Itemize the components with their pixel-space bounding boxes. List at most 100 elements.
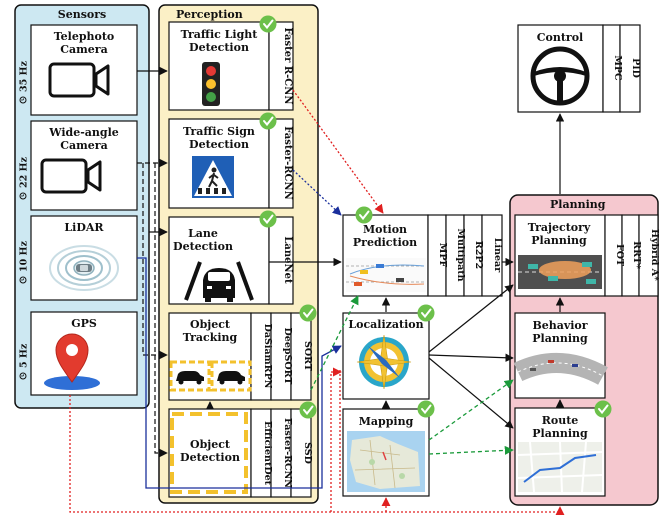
module-trajectory-planning: Trajectory Planning FOT RRT* Hybrid A* bbox=[514, 214, 660, 297]
module-traffic-light-detection: Traffic Light Detection Faster R-CNN bbox=[168, 14, 294, 111]
check-icon bbox=[416, 303, 436, 323]
module-title: Traffic Light bbox=[181, 28, 259, 41]
arrow-localization-to-route bbox=[428, 357, 514, 429]
lidar-icon bbox=[49, 245, 119, 291]
method-label: PID bbox=[630, 58, 641, 78]
method-label: LaneNet bbox=[282, 236, 293, 284]
traffic-light-icon bbox=[202, 62, 220, 106]
check-icon bbox=[258, 209, 278, 229]
module-behavior-planning: Behavior Planning bbox=[513, 312, 608, 399]
sensor-rate: 22 Hz bbox=[19, 156, 30, 188]
method-label: MPC bbox=[612, 55, 623, 81]
method-label: SSD bbox=[302, 442, 313, 464]
sensor-name: GPS bbox=[71, 317, 97, 330]
arrow-lidar-to-localization bbox=[137, 257, 342, 489]
module-title: Tracking bbox=[183, 331, 238, 344]
method-label: R2P2 bbox=[473, 241, 484, 269]
module-title: Detection bbox=[189, 138, 249, 151]
arrow-mapping-to-behavior bbox=[428, 379, 514, 441]
check-icon bbox=[298, 400, 318, 420]
module-object-tracking: Object Tracking DaSiamRPN DeepSORT SORT bbox=[168, 303, 318, 401]
route-map-icon bbox=[517, 441, 603, 493]
check-icon bbox=[258, 14, 278, 34]
planning-title: Planning bbox=[550, 198, 606, 211]
method-label: Hybrid A* bbox=[649, 229, 660, 281]
method-label: Multipath bbox=[455, 228, 466, 281]
arrow-localization-to-behavior bbox=[428, 353, 514, 362]
sensor-rate: 35 Hz bbox=[19, 60, 30, 92]
method-label: Faster-RCNN bbox=[282, 418, 293, 488]
detection-frame-icon bbox=[170, 412, 248, 494]
sensor-rate: 10 Hz bbox=[19, 240, 30, 272]
perception-title: Perception bbox=[176, 8, 243, 21]
sensor-name: Camera bbox=[60, 139, 107, 152]
module-title: Planning bbox=[531, 234, 587, 247]
module-title: Detection bbox=[189, 41, 249, 54]
arrow-wideangle-branch bbox=[142, 163, 168, 360]
module-control: Control MPC PID bbox=[517, 24, 641, 113]
arrow-traffic-light-to-motion bbox=[292, 89, 384, 214]
module-title: Trajectory bbox=[528, 221, 591, 234]
car-lanes-icon bbox=[184, 261, 254, 302]
compass-icon bbox=[356, 334, 412, 390]
module-mapping: Mapping bbox=[342, 399, 436, 497]
module-title: Object bbox=[190, 438, 231, 451]
method-label: SORT bbox=[302, 341, 313, 371]
sensors-title: Sensors bbox=[58, 8, 106, 21]
sensor-lidar: LiDAR 10 Hz bbox=[19, 215, 138, 301]
curved-road-icon bbox=[513, 353, 608, 385]
module-traffic-sign-detection: Traffic Sign Detection Faster-RCNN bbox=[168, 111, 294, 209]
method-label: Linear bbox=[492, 238, 503, 273]
method-label: DeepSORT bbox=[282, 328, 293, 385]
module-title: Localization bbox=[348, 318, 423, 331]
sensor-gps: GPS 5 Hz bbox=[19, 311, 138, 396]
check-icon bbox=[298, 303, 318, 323]
method-label: RRT* bbox=[631, 241, 642, 269]
method-label: Faster-RCNN bbox=[282, 126, 293, 200]
sensor-name: Telephoto bbox=[54, 30, 115, 43]
location-pin-icon bbox=[44, 333, 100, 390]
module-lane-detection: Lane Detection LaneNet bbox=[168, 209, 294, 305]
module-title: Motion bbox=[363, 223, 407, 236]
tracked-cars-icon bbox=[169, 360, 252, 392]
arrow-sign-to-motion bbox=[292, 169, 342, 216]
module-localization: Localization bbox=[342, 303, 436, 400]
arrow-gps-to-localization bbox=[330, 367, 342, 512]
check-icon bbox=[354, 205, 374, 225]
check-icon bbox=[416, 399, 436, 419]
module-title: Planning bbox=[532, 427, 588, 440]
arrow-localization-to-trajectory bbox=[428, 284, 514, 353]
module-title: Detection bbox=[173, 240, 233, 253]
module-title: Control bbox=[537, 31, 583, 44]
sensor-telephoto-camera: Telephoto Camera 35 Hz bbox=[19, 24, 138, 116]
module-title: Route bbox=[542, 414, 579, 427]
module-object-detection: Object Detection EfficientDet Faster-RCN… bbox=[168, 400, 318, 498]
arrow-mapping-to-route bbox=[428, 445, 514, 455]
sensor-rate: 5 Hz bbox=[19, 343, 30, 368]
module-title: Behavior bbox=[532, 319, 587, 332]
module-title: Prediction bbox=[353, 236, 417, 249]
pedestrian-crossing-sign-icon bbox=[192, 156, 234, 198]
sensor-name: LiDAR bbox=[64, 221, 104, 234]
module-title: Traffic Sign bbox=[183, 125, 255, 138]
sensor-name: Camera bbox=[60, 43, 107, 56]
module-title: Detection bbox=[180, 451, 240, 464]
trajectory-scene-icon bbox=[518, 255, 602, 289]
arrow-tracking-to-motion bbox=[310, 295, 359, 391]
city-map-icon bbox=[347, 431, 425, 492]
sensor-name: Wide-angle bbox=[48, 126, 119, 139]
steering-wheel-icon bbox=[530, 46, 590, 106]
module-title: Lane bbox=[188, 227, 218, 240]
arrow-gps-to-planning bbox=[69, 395, 565, 516]
module-route-planning: Route Planning bbox=[514, 399, 613, 497]
sensor-wide-angle-camera: Wide-angle Camera 22 Hz bbox=[19, 120, 138, 211]
arrow-wideangle-to-detection bbox=[154, 163, 168, 458]
module-title: Mapping bbox=[359, 415, 414, 428]
method-label: DaSiamRPN bbox=[262, 324, 273, 389]
method-label: Faster R-CNN bbox=[282, 27, 293, 104]
check-icon bbox=[258, 111, 278, 131]
module-motion-prediction: Motion Prediction MPF Multipath R2P2 Lin… bbox=[342, 214, 503, 297]
method-label: MPF bbox=[437, 243, 448, 268]
check-icon bbox=[593, 399, 613, 419]
